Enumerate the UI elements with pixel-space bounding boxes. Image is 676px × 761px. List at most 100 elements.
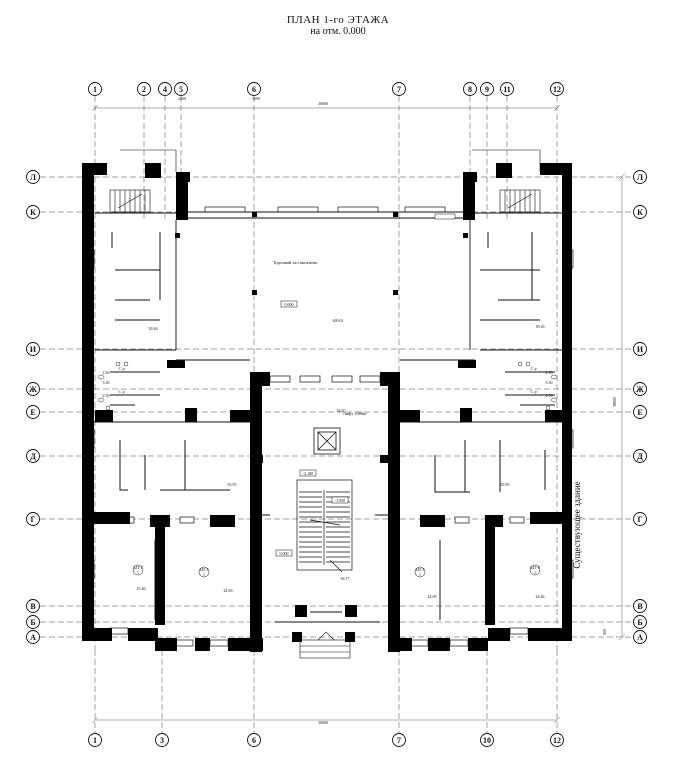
axis-right-Ж: Ж bbox=[633, 382, 647, 396]
axis-bottom-1: 1 bbox=[88, 733, 102, 747]
svg-text:Ж: Ж bbox=[29, 385, 37, 394]
svg-text:1: 1 bbox=[93, 85, 97, 94]
axis-top-5: 5 bbox=[174, 82, 188, 96]
area-stair-hall: 36.77 bbox=[341, 576, 350, 581]
room-tag-1-num: 1 bbox=[137, 570, 139, 575]
svg-text:А: А bbox=[637, 633, 643, 642]
axis-top-9: 9 bbox=[480, 82, 494, 96]
dim-top: 30600 bbox=[318, 101, 328, 106]
svg-text:В: В bbox=[637, 602, 643, 611]
room-tags bbox=[132, 564, 541, 578]
axis-right-Б: Б bbox=[633, 615, 647, 629]
svg-text:Д: Д bbox=[30, 452, 36, 461]
area-right-hall: 39.26 bbox=[536, 324, 545, 329]
svg-text:5: 5 bbox=[179, 85, 183, 94]
svg-text:Б: Б bbox=[637, 618, 642, 627]
level-corridor: -2.100 bbox=[303, 471, 313, 476]
plan-subtitle: на отм. 0.000 bbox=[310, 26, 366, 37]
exterior-walls bbox=[82, 163, 572, 652]
axis-left-Л: Л bbox=[26, 170, 40, 184]
svg-text:Ж: Ж bbox=[636, 385, 644, 394]
svg-text:В: В bbox=[30, 602, 36, 611]
room-tag-3-num: 1 bbox=[419, 572, 421, 577]
dim-side: 38600 bbox=[612, 397, 617, 407]
svg-text:Б: Б bbox=[30, 618, 35, 627]
dim-bottom: 30600 bbox=[318, 720, 328, 725]
axis-left-А: А bbox=[26, 630, 40, 644]
lift-label: Лифт 1000кг bbox=[343, 411, 368, 416]
entrance-steps bbox=[299, 631, 351, 659]
axis-left-Г: Г bbox=[26, 512, 40, 526]
dim-small-bottom: 900 bbox=[602, 629, 607, 635]
axis-right-В: В bbox=[633, 599, 647, 613]
corner-stairs bbox=[109, 149, 541, 213]
wc-label-4: С.у. bbox=[530, 389, 537, 394]
svg-text:И: И bbox=[637, 345, 644, 354]
area-right-bottom-b: 24.46 bbox=[536, 594, 545, 599]
axis-right-К: К bbox=[633, 205, 647, 219]
svg-text:6: 6 bbox=[252, 736, 256, 745]
axis-top-7: 7 bbox=[392, 82, 406, 96]
area-hall: 269.61 bbox=[333, 318, 344, 323]
axis-top-6: 6 bbox=[247, 82, 261, 96]
svg-text:2: 2 bbox=[142, 85, 146, 94]
axis-top-4: 4 bbox=[158, 82, 172, 96]
area-wc6: 2.56 bbox=[546, 393, 553, 398]
area-right-bottom-a: 42.69 bbox=[428, 594, 437, 599]
level-hall: 0.000 bbox=[285, 302, 294, 307]
area-right-mid: 65.95 bbox=[501, 482, 510, 487]
room-tag-4-num: 1 bbox=[534, 570, 536, 575]
axis-top-12: 12 bbox=[550, 82, 564, 96]
area-left-bottom-b: 42.69 bbox=[224, 588, 233, 593]
svg-text:1: 1 bbox=[93, 736, 97, 745]
axis-right-Г: Г bbox=[633, 512, 647, 526]
axis-bottom-3: 3 bbox=[155, 733, 169, 747]
axis-left-Е: Е bbox=[26, 405, 40, 419]
axis-top-1: 1 bbox=[88, 82, 102, 96]
level-stair: 0.000 bbox=[280, 551, 289, 556]
svg-text:И: И bbox=[30, 345, 37, 354]
axis-bottom-6: 6 bbox=[247, 733, 261, 747]
stair-core bbox=[296, 479, 353, 573]
room-tag-4: БП-Т bbox=[531, 565, 541, 570]
wc-label-1: С.у. bbox=[118, 366, 125, 371]
wc-label-3: С.у. bbox=[530, 366, 537, 371]
axis-right-Л: Л bbox=[633, 170, 647, 184]
room-tag-1: БП-Т bbox=[134, 565, 144, 570]
axis-left-Д: Д bbox=[26, 449, 40, 463]
level-landing: -1.950 bbox=[335, 498, 345, 503]
area-left-hall: 39.26 bbox=[149, 326, 158, 331]
svg-text:Г: Г bbox=[30, 515, 35, 524]
axis-right-А: А bbox=[633, 630, 647, 644]
dim-short-right: 3000 bbox=[252, 96, 260, 101]
axis-top-8: 8 bbox=[463, 82, 477, 96]
axis-bottom-12: 12 bbox=[550, 733, 564, 747]
svg-text:Д: Д bbox=[637, 452, 643, 461]
axis-right-И: И bbox=[633, 342, 647, 356]
svg-text:К: К bbox=[637, 208, 643, 217]
columns bbox=[175, 212, 468, 295]
svg-text:Г: Г bbox=[637, 515, 642, 524]
svg-text:6: 6 bbox=[252, 85, 256, 94]
plan-title: ПЛАН 1-го ЭТАЖА bbox=[286, 14, 390, 26]
svg-text:7: 7 bbox=[397, 736, 401, 745]
axis-left-И: И bbox=[26, 342, 40, 356]
lift-shaft bbox=[313, 427, 341, 455]
area-wc3: 2.56 bbox=[103, 393, 110, 398]
area-wc1: 2.56 bbox=[103, 370, 110, 375]
axis-bottom-7: 7 bbox=[392, 733, 406, 747]
axis-bottom-10: 10 bbox=[480, 733, 494, 747]
hall-walls bbox=[94, 211, 562, 423]
existing-building-label: Существующее здание bbox=[572, 481, 582, 568]
wc-label-2: С.у. bbox=[118, 389, 125, 394]
svg-text:8: 8 bbox=[468, 85, 472, 94]
svg-text:Л: Л bbox=[30, 173, 36, 182]
svg-text:12: 12 bbox=[553, 736, 561, 745]
svg-text:Е: Е bbox=[637, 408, 642, 417]
room-tag-3: БП-Т bbox=[416, 567, 426, 572]
area-wc4: 2.56 bbox=[546, 370, 553, 375]
interior-partitions bbox=[95, 212, 565, 623]
area-corridor-top: 34.50 bbox=[337, 408, 346, 413]
axis-right-Д: Д bbox=[633, 449, 647, 463]
